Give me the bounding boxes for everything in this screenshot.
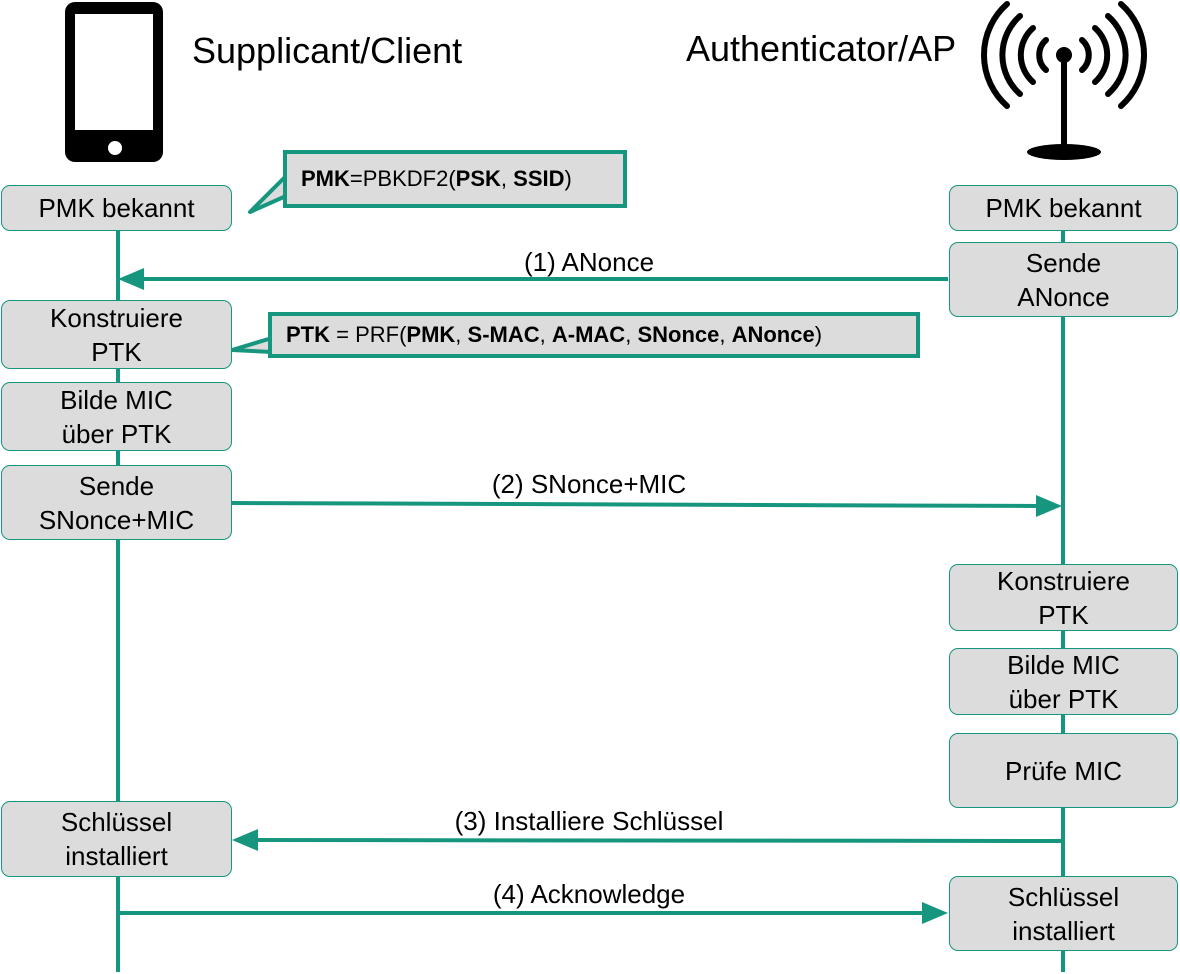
message-3-label: (3) Installiere Schlüssel <box>454 806 724 836</box>
authenticator-step-check-mic: Prüfe MIC <box>949 733 1178 808</box>
message-3-arrow <box>255 838 1063 843</box>
supplicant-title: Supplicant/Client <box>192 30 463 71</box>
message-2-arrow <box>231 501 1039 508</box>
supplicant-step-pmk-known: PMK bekannt <box>1 185 232 231</box>
message-4-label: (4) Acknowledge <box>492 879 686 909</box>
message-1-label: (1) ANonce <box>523 247 655 277</box>
pmk-formula-part: PMK=PBKDF2(PSK, SSID) <box>301 166 572 191</box>
message-2-label: (2) SNonce+MIC <box>491 469 687 499</box>
ptk-formula-part: PTK = PRF(PMK, S-MAC, A-MAC, SNonce, ANo… <box>286 322 823 347</box>
ptk-formula-callout: PTK = PRF(PMK, S-MAC, A-MAC, SNonce, ANo… <box>268 312 920 358</box>
authenticator-title: Authenticator/AP <box>686 28 957 69</box>
pmk-formula-callout: PMK=PBKDF2(PSK, SSID) <box>283 150 627 208</box>
authenticator-step-pmk-known: PMK bekannt <box>949 185 1178 231</box>
supplicant-lifeline <box>116 230 120 972</box>
